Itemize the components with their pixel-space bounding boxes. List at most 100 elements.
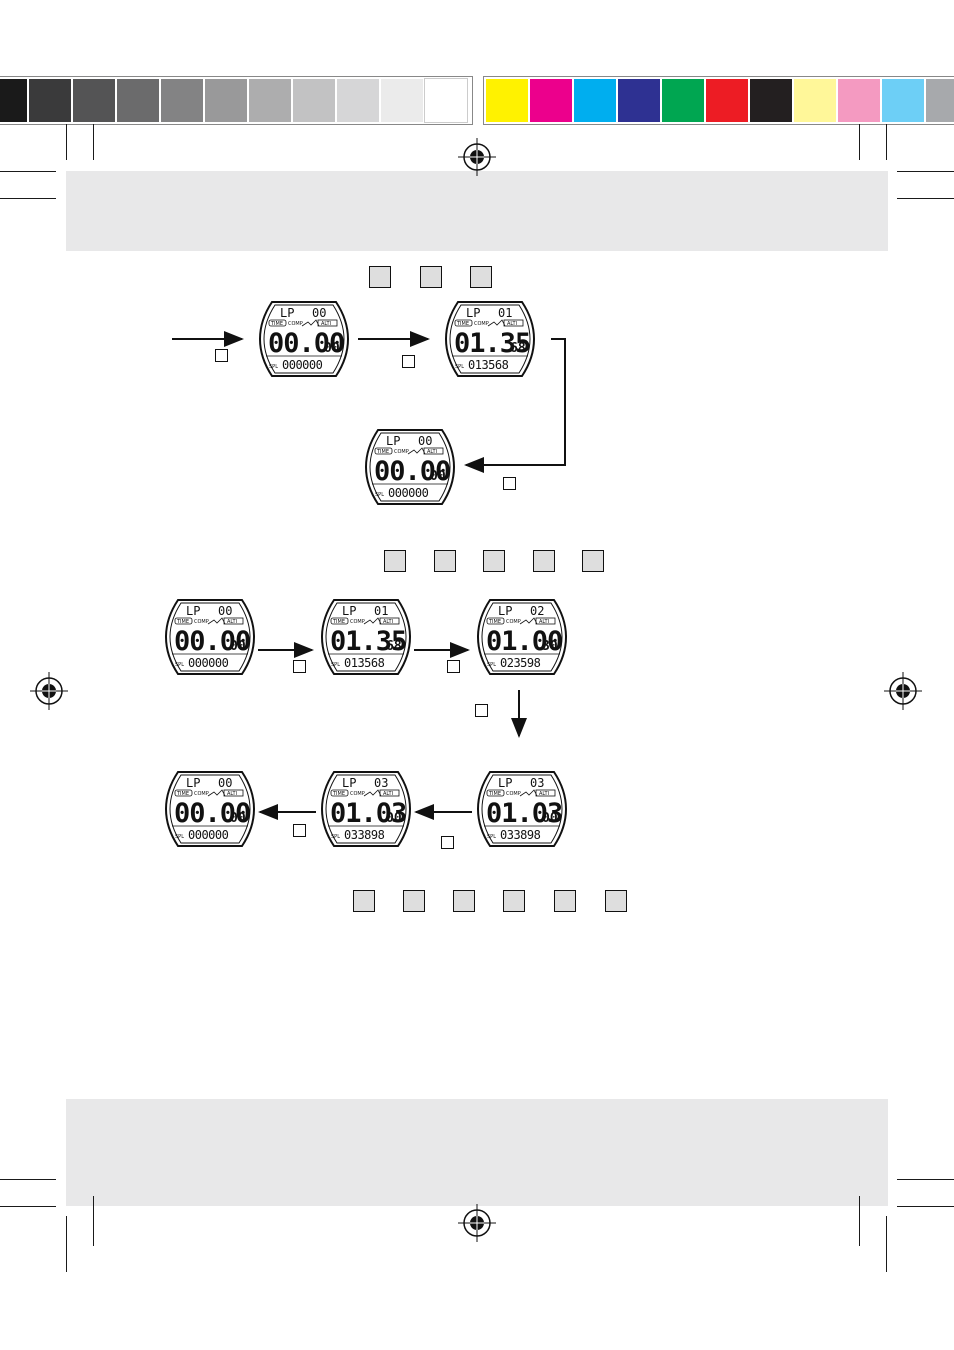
lcd-split-time: 000000 bbox=[388, 486, 429, 500]
lcd-lap-label: LP bbox=[186, 604, 200, 618]
watch-face: LP 00 TIME COMP ALTI 00.00 00 SPL 000000 bbox=[364, 428, 456, 511]
lcd-split-label: SPL bbox=[175, 834, 184, 840]
lcd-time-label: TIME bbox=[176, 619, 189, 625]
altitude-graph-icon bbox=[487, 319, 506, 327]
lcd-split-time: 023598 bbox=[500, 656, 541, 670]
lcd-hundredths: 00 bbox=[230, 811, 246, 826]
lcd-comp-label: COMP bbox=[350, 791, 365, 797]
gray-swatch bbox=[29, 79, 71, 122]
lcd-lap-number: 03 bbox=[374, 776, 388, 790]
watch-face: LP 00 TIME COMP ALTI 00.00 00 SPL 000000 bbox=[258, 300, 350, 383]
lcd-alti-label: ALTI bbox=[539, 619, 549, 625]
lcd-time-label: TIME bbox=[488, 619, 501, 625]
lcd-split-time: 013568 bbox=[468, 358, 509, 372]
header-band bbox=[66, 171, 888, 251]
lcd-lap-label: LP bbox=[280, 306, 294, 320]
lcd-alti-label: ALTI bbox=[427, 449, 437, 455]
color-swatch bbox=[706, 79, 748, 122]
color-swatch bbox=[926, 79, 954, 122]
gray-swatch bbox=[381, 79, 423, 122]
lcd-alti-label: ALTI bbox=[383, 619, 393, 625]
gray-bar-frame bbox=[0, 76, 473, 125]
lcd-lap-number: 00 bbox=[312, 306, 326, 320]
footer-band bbox=[66, 1099, 888, 1206]
lcd-main-time: 01.35 bbox=[454, 328, 530, 359]
lcd-comp-label: COMP bbox=[506, 791, 521, 797]
lcd-split-time: 033898 bbox=[344, 828, 385, 842]
lcd-split-label: SPL bbox=[175, 662, 184, 668]
gray-swatch bbox=[293, 79, 335, 122]
color-swatch bbox=[618, 79, 660, 122]
color-bar-frame bbox=[483, 76, 954, 125]
altitude-graph-icon bbox=[363, 789, 382, 797]
registration-mark-right-icon bbox=[884, 672, 922, 710]
lcd-lap-label: LP bbox=[186, 776, 200, 790]
lcd-split-label: SPL bbox=[455, 364, 464, 370]
color-swatch bbox=[838, 79, 880, 122]
lcd-comp-label: COMP bbox=[194, 619, 209, 625]
altitude-graph-icon bbox=[207, 617, 226, 625]
lcd-split-label: SPL bbox=[487, 662, 496, 668]
lcd-time-label: TIME bbox=[270, 321, 283, 327]
gray-swatch bbox=[161, 79, 203, 122]
lcd-split-time: 033898 bbox=[500, 828, 541, 842]
lcd-split-label: SPL bbox=[487, 834, 496, 840]
registration-mark-left-icon bbox=[30, 672, 68, 710]
color-swatch bbox=[574, 79, 616, 122]
lcd-alti-label: ALTI bbox=[539, 791, 549, 797]
lcd-comp-label: COMP bbox=[288, 321, 303, 327]
color-swatch bbox=[750, 79, 792, 122]
lcd-time-label: TIME bbox=[456, 321, 469, 327]
gray-swatch bbox=[117, 79, 159, 122]
altitude-graph-icon bbox=[207, 789, 226, 797]
lcd-split-time: 013568 bbox=[344, 656, 385, 670]
lcd-split-time: 000000 bbox=[282, 358, 323, 372]
lcd-time-label: TIME bbox=[376, 449, 389, 455]
lcd-hundredths: 00 bbox=[542, 811, 558, 826]
lcd-lap-number: 01 bbox=[498, 306, 512, 320]
lcd-main-time: 01.35 bbox=[330, 626, 406, 657]
lcd-split-time: 000000 bbox=[188, 828, 229, 842]
lcd-lap-label: LP bbox=[342, 604, 356, 618]
lcd-main-time: 01.03 bbox=[330, 798, 406, 829]
lcd-lap-number: 00 bbox=[218, 776, 232, 790]
lcd-alti-label: ALTI bbox=[383, 791, 393, 797]
altitude-graph-icon bbox=[519, 617, 538, 625]
color-swatch bbox=[794, 79, 836, 122]
lcd-hundredths: 00 bbox=[324, 341, 340, 356]
gray-swatch bbox=[424, 78, 468, 123]
altitude-graph-icon bbox=[363, 617, 382, 625]
lcd-main-time: 01.03 bbox=[486, 798, 562, 829]
lcd-lap-label: LP bbox=[498, 604, 512, 618]
lcd-hundredths: 00 bbox=[386, 811, 402, 826]
lcd-main-time: 01.00 bbox=[486, 626, 562, 657]
lcd-alti-label: ALTI bbox=[321, 321, 331, 327]
gray-swatch bbox=[337, 79, 379, 122]
lcd-time-label: TIME bbox=[488, 791, 501, 797]
lcd-alti-label: ALTI bbox=[227, 619, 237, 625]
lcd-alti-label: ALTI bbox=[507, 321, 517, 327]
lcd-comp-label: COMP bbox=[194, 791, 209, 797]
color-swatch bbox=[882, 79, 924, 122]
lcd-lap-number: 00 bbox=[418, 434, 432, 448]
lcd-lap-number: 01 bbox=[374, 604, 388, 618]
lcd-main-time: 00.00 bbox=[374, 456, 450, 487]
lcd-split-label: SPL bbox=[375, 492, 384, 498]
color-swatch bbox=[486, 79, 528, 122]
watch-face: LP 01 TIME COMP ALTI 01.35 68 SPL 013568 bbox=[444, 300, 536, 383]
gray-swatch bbox=[73, 79, 115, 122]
color-swatch bbox=[530, 79, 572, 122]
lcd-comp-label: COMP bbox=[350, 619, 365, 625]
gray-swatch bbox=[0, 79, 27, 122]
lcd-hundredths: 00 bbox=[430, 469, 446, 484]
lcd-comp-label: COMP bbox=[506, 619, 521, 625]
lcd-time-label: TIME bbox=[332, 791, 345, 797]
lcd-time-label: TIME bbox=[176, 791, 189, 797]
gray-swatch bbox=[249, 79, 291, 122]
lcd-lap-number: 03 bbox=[530, 776, 544, 790]
lcd-split-label: SPL bbox=[269, 364, 278, 370]
lcd-main-time: 00.00 bbox=[174, 626, 250, 657]
lcd-lap-label: LP bbox=[498, 776, 512, 790]
lcd-hundredths: 30 bbox=[542, 639, 558, 654]
color-swatch bbox=[662, 79, 704, 122]
